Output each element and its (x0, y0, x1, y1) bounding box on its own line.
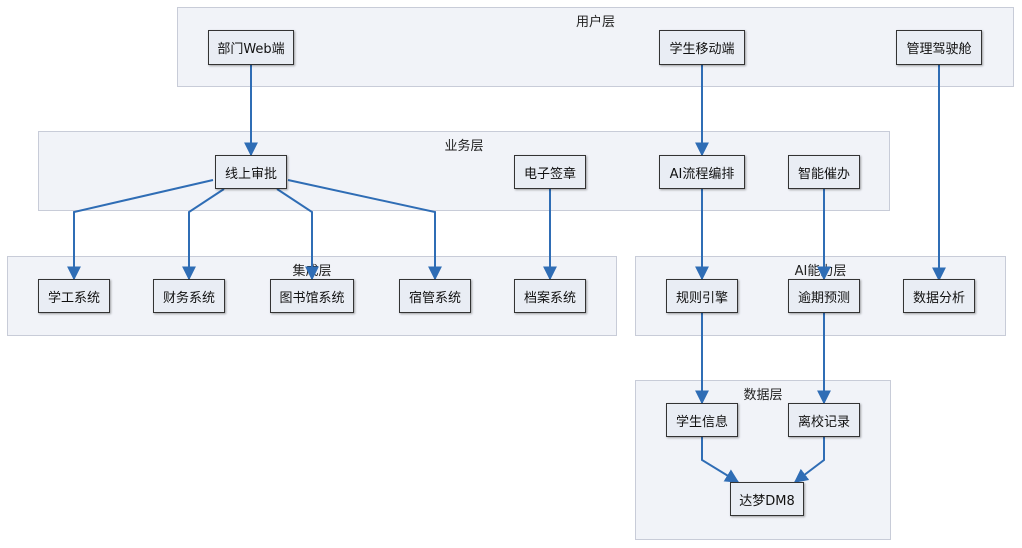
node-leave-records: 离校记录 (788, 403, 860, 437)
node-label: 图书馆系统 (279, 290, 345, 306)
node-overdue-prediction: 逾期预测 (788, 279, 860, 313)
edge-leave-records-to-dameng (793, 437, 825, 483)
node-ai-orchestration: AI流程编排 (659, 155, 745, 189)
node-label: 智能催办 (797, 166, 850, 182)
node-label: 财务系统 (162, 290, 215, 306)
edge-approval-to-library (276, 188, 319, 281)
node-label: 部门Web端 (217, 42, 285, 57)
edge-student-info-to-dameng (701, 437, 740, 483)
node-library: 图书馆系统 (270, 279, 354, 313)
node-dormitory: 宿管系统 (399, 279, 471, 313)
node-label: 线上审批 (224, 166, 277, 182)
node-label: 档案系统 (523, 290, 576, 306)
node-label: 学生信息 (675, 414, 728, 430)
node-label: 宿管系统 (408, 290, 461, 306)
node-smart-reminder: 智能催办 (788, 155, 860, 189)
node-archives: 档案系统 (514, 279, 586, 313)
node-label: AI流程编排 (669, 166, 735, 182)
node-finance: 财务系统 (153, 279, 225, 313)
layer-title-user: 用户层 (575, 15, 615, 30)
edge-approval-to-dormitory (287, 179, 442, 281)
node-data-analysis: 数据分析 (903, 279, 975, 313)
node-student-affairs: 学工系统 (38, 279, 110, 313)
node-label: 逾期预测 (797, 290, 850, 306)
node-e-signature: 电子签章 (514, 155, 586, 189)
node-online-approval: 线上审批 (215, 155, 287, 189)
layer-title-data: 数据层 (743, 388, 783, 403)
node-rule-engine: 规则引擎 (666, 279, 738, 313)
node-mgmt-cockpit: 管理驾驶舱 (896, 30, 982, 65)
node-label: 离校记录 (797, 414, 850, 430)
edge-approval-to-student-affairs (67, 179, 214, 281)
node-student-info: 学生信息 (666, 403, 738, 437)
node-student-mobile: 学生移动端 (659, 30, 745, 65)
node-label: 电子签章 (523, 166, 576, 182)
node-label: 管理驾驶舱 (906, 42, 972, 57)
layer-user: 用户层 (177, 7, 1014, 87)
node-label: 数据分析 (912, 290, 965, 306)
node-label: 规则引擎 (675, 290, 728, 306)
node-label: 学工系统 (47, 290, 100, 306)
layer-business: 业务层 (38, 131, 890, 211)
layer-title-business: 业务层 (444, 139, 484, 154)
node-dept-web: 部门Web端 (208, 30, 294, 65)
node-label: 学生移动端 (669, 42, 735, 57)
node-label: 达梦DM8 (739, 493, 795, 509)
node-dameng-db: 达梦DM8 (730, 482, 804, 516)
edge-approval-to-finance (182, 188, 225, 281)
